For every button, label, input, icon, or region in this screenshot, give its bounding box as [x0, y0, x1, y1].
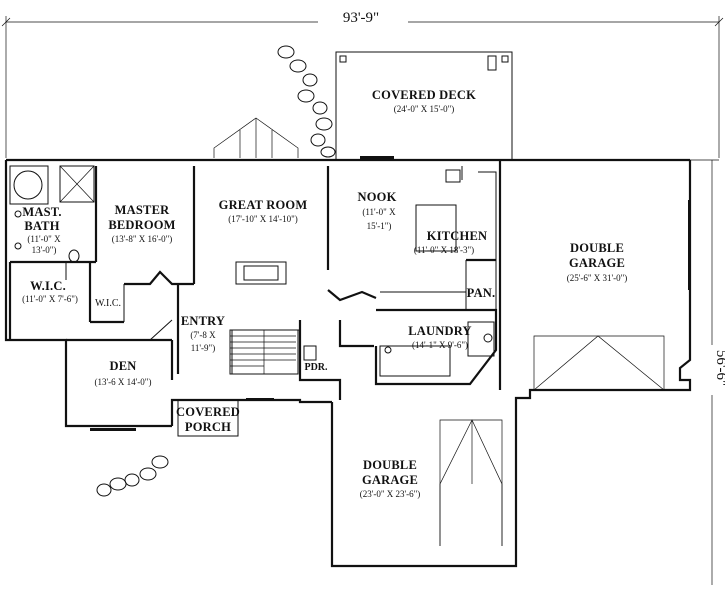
double-garage-bottom-name-line1: DOUBLE — [363, 458, 417, 472]
double-garage-bottom-name-line2: GARAGE — [362, 473, 418, 487]
entry-dims-line1: (7'-8 X — [190, 330, 216, 340]
room-wic-small: W.I.C. — [95, 298, 121, 309]
wic-large-name: W.I.C. — [30, 279, 66, 293]
interior-walls — [8, 166, 498, 437]
mast-bath-dims-line2: 13'-0") — [32, 245, 57, 255]
room-laundry: LAUNDRY (14'-1" X 9'-6") — [408, 324, 471, 350]
master-bedroom-dims: (13'-8" X 16'-0") — [112, 234, 173, 244]
room-double-garage-right: DOUBLE GARAGE (25'-6" X 31'-0") — [567, 241, 628, 283]
exterior-walls — [4, 158, 692, 568]
room-master-bedroom: MASTER BEDROOM (13'-8" X 16'-0") — [108, 203, 175, 244]
pantry-name: PAN. — [467, 286, 496, 300]
covered-porch-name-line2: PORCH — [185, 420, 231, 434]
room-pantry: PAN. — [467, 286, 496, 300]
laundry-name: LAUNDRY — [408, 324, 471, 338]
double-garage-right-name-line2: GARAGE — [569, 256, 625, 270]
nook-name: NOOK — [358, 190, 397, 204]
stairs — [229, 329, 299, 375]
nook-dims-line1: (11'-0" X — [362, 207, 396, 217]
room-wic-large: W.I.C. (11'-0" X 7'-6") — [22, 279, 78, 304]
bath-fixtures — [9, 165, 95, 263]
stepping-stones — [96, 45, 336, 497]
great-room-dims: (17'-10" X 14'-10") — [228, 214, 298, 224]
den-dims: (13'-6 X 14'-0") — [95, 377, 152, 387]
wic-small-name: W.I.C. — [95, 298, 121, 309]
covered-deck-dims: (24'-0" X 15'-0") — [394, 104, 455, 114]
entry-name: ENTRY — [181, 314, 225, 328]
kitchen-dims: (11'-0" X 18'-3") — [414, 245, 474, 255]
room-great-room: GREAT ROOM (17'-10" X 14'-10") — [219, 198, 308, 224]
room-mast-bath: MAST. BATH (11'-0" X 13'-0") — [22, 205, 61, 255]
room-double-garage-bottom: DOUBLE GARAGE (23'-0" X 23'-6") — [360, 458, 421, 499]
covered-porch-name-line1: COVERED — [176, 405, 240, 419]
room-den: DEN (13'-6 X 14'-0") — [95, 359, 152, 387]
overall-width-label: 93'-9" — [343, 10, 379, 26]
double-garage-right-dims: (25'-6" X 31'-0") — [567, 273, 628, 283]
great-room-name: GREAT ROOM — [219, 198, 308, 212]
powder-name: PDR. — [304, 362, 328, 373]
room-covered-deck: COVERED DECK (24'-0" X 15'-0") — [372, 88, 476, 114]
mast-bath-dims-line1: (11'-0" X — [27, 234, 61, 244]
master-bedroom-name-line2: BEDROOM — [108, 218, 175, 232]
mast-bath-name-line2: BATH — [24, 219, 59, 233]
covered-deck-outline — [335, 51, 513, 160]
overall-width-dimension: 93'-9" — [1, 8, 724, 158]
room-powder: PDR. — [304, 362, 328, 373]
entry-dims-line2: 11'-9") — [191, 343, 215, 353]
covered-deck-name: COVERED DECK — [372, 88, 476, 102]
wic-large-dims: (11'-0" X 7'-6") — [22, 294, 78, 304]
double-garage-right-name-line1: DOUBLE — [570, 241, 624, 255]
mast-bath-name-line1: MAST. — [22, 205, 61, 219]
bay-roof-outline — [213, 117, 299, 158]
den-name: DEN — [110, 359, 137, 373]
room-entry: ENTRY (7'-8 X 11'-9") — [181, 314, 225, 353]
room-kitchen: KITCHEN (11'-0" X 18'-3") — [414, 229, 487, 255]
overall-depth-dimension: 56'-6" — [690, 159, 725, 585]
garage-door-outlines — [439, 335, 665, 546]
room-nook: NOOK (11'-0" X 15'-1") — [358, 190, 397, 231]
nook-dims-line2: 15'-1") — [367, 221, 392, 231]
fireplace — [235, 261, 287, 285]
windows — [90, 156, 691, 431]
laundry-dims: (14'-1" X 9'-6") — [412, 340, 468, 350]
kitchen-name: KITCHEN — [427, 229, 487, 243]
master-bedroom-name-line1: MASTER — [115, 203, 170, 217]
double-garage-bottom-dims: (23'-0" X 23'-6") — [360, 489, 421, 499]
overall-depth-label: 56'-6" — [713, 350, 725, 386]
room-covered-porch: COVERED PORCH — [176, 405, 240, 434]
